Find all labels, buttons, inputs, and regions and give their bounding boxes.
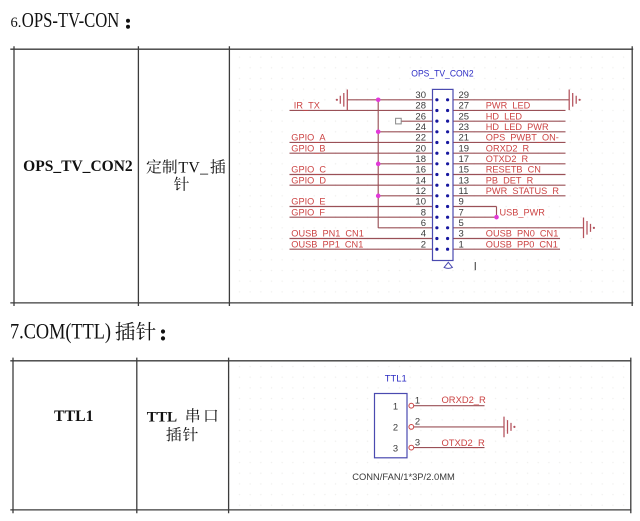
svg-text:7.COM(TTL): 7.COM(TTL): [10, 319, 111, 344]
svg-text:19: 19: [459, 143, 470, 154]
svg-text:8: 8: [421, 207, 426, 218]
svg-text:TTL1: TTL1: [385, 373, 407, 384]
svg-text:10: 10: [415, 197, 426, 208]
svg-text:11: 11: [459, 186, 469, 197]
svg-text:23: 23: [459, 122, 470, 133]
svg-text:14: 14: [415, 175, 426, 186]
svg-text:5: 5: [459, 218, 464, 229]
svg-text:20: 20: [415, 143, 426, 154]
svg-text:OUSB_PP0_CN1: OUSB_PP0_CN1: [486, 239, 558, 249]
svg-text:RESETB_CN: RESETB_CN: [486, 165, 541, 175]
svg-text:26: 26: [415, 111, 426, 122]
svg-text:PWR_STATUS_R: PWR_STATUS_R: [486, 186, 560, 196]
svg-text:OPS_TV_CON2: OPS_TV_CON2: [23, 158, 133, 175]
svg-text:ORXD2_R: ORXD2_R: [442, 394, 487, 405]
svg-text:25: 25: [459, 111, 470, 122]
svg-text:2: 2: [415, 416, 420, 427]
svg-text:15: 15: [459, 165, 470, 176]
svg-text:OTXD2_R: OTXD2_R: [442, 437, 485, 448]
svg-text:GPIO_A: GPIO_A: [291, 133, 326, 143]
svg-text:1: 1: [415, 395, 420, 406]
svg-text:ORXD2_R: ORXD2_R: [486, 143, 530, 153]
svg-text:USB_PWR: USB_PWR: [500, 207, 546, 217]
svg-text:1: 1: [459, 239, 464, 250]
svg-text:4: 4: [421, 229, 426, 240]
svg-text:OPS-TV-CON: OPS-TV-CON: [22, 8, 120, 32]
svg-text:22: 22: [415, 133, 426, 144]
svg-text:12: 12: [415, 186, 426, 197]
svg-text:13: 13: [459, 175, 470, 186]
svg-text:OUSB_PP1_CN1: OUSB_PP1_CN1: [291, 239, 363, 249]
svg-text:3: 3: [393, 442, 398, 453]
svg-text:GPIO_C: GPIO_C: [291, 165, 326, 175]
svg-text:PB_DET_R: PB_DET_R: [486, 175, 534, 185]
svg-text:7: 7: [459, 207, 464, 218]
svg-text:30: 30: [415, 90, 426, 101]
svg-text:PWR_LED: PWR_LED: [486, 101, 531, 111]
svg-text:3: 3: [415, 436, 420, 447]
svg-text:TTL: TTL: [147, 408, 177, 425]
svg-text:HD_LED_PWR: HD_LED_PWR: [486, 122, 549, 132]
svg-text:OTXD2_R: OTXD2_R: [486, 154, 529, 164]
svg-text:CONN/FAN/1*3P/2.0MM: CONN/FAN/1*3P/2.0MM: [352, 471, 455, 482]
svg-text:21: 21: [459, 133, 470, 144]
svg-text:GPIO_E: GPIO_E: [291, 197, 325, 207]
svg-text:2: 2: [393, 422, 398, 433]
svg-text:2: 2: [421, 239, 426, 250]
svg-text:18: 18: [415, 154, 426, 165]
svg-text:24: 24: [415, 122, 426, 133]
svg-text:GPIO_F: GPIO_F: [291, 207, 325, 217]
svg-text:OPS_PWBT_ON-: OPS_PWBT_ON-: [486, 133, 559, 143]
svg-text:6.: 6.: [11, 15, 22, 31]
svg-text:GPIO_B: GPIO_B: [291, 143, 325, 153]
svg-text:17: 17: [459, 154, 470, 165]
svg-text:TV_: TV_: [178, 160, 209, 177]
svg-text:IR_TX: IR_TX: [294, 101, 320, 111]
svg-text:OUSB_PN0_CN1: OUSB_PN0_CN1: [486, 229, 559, 239]
svg-text:OPS_TV_CON2: OPS_TV_CON2: [411, 68, 473, 79]
svg-text:6: 6: [421, 218, 426, 229]
svg-text:TTL1: TTL1: [54, 408, 94, 425]
svg-text:28: 28: [415, 101, 426, 112]
svg-text:GPIO_D: GPIO_D: [291, 175, 326, 185]
svg-text:27: 27: [459, 101, 470, 112]
svg-text:OUSB_PN1_CN1: OUSB_PN1_CN1: [291, 229, 364, 239]
svg-text:3: 3: [459, 229, 464, 240]
svg-text:9: 9: [459, 197, 464, 208]
svg-text:29: 29: [459, 90, 470, 101]
svg-text:16: 16: [415, 165, 426, 176]
svg-text:HD_LED: HD_LED: [486, 111, 523, 121]
svg-text:1: 1: [393, 401, 398, 412]
